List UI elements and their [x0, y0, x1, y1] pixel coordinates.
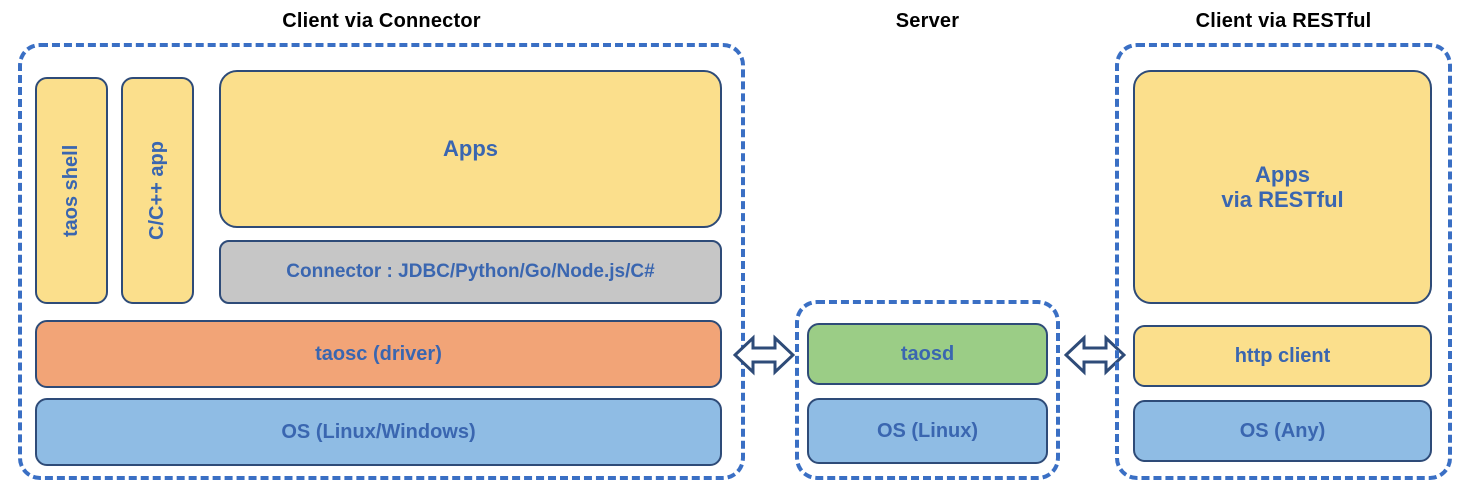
box-c-cpp-app[interactable]: C/C++ app: [121, 77, 194, 304]
box-http-client[interactable]: http client: [1133, 325, 1432, 387]
box-apps-via-restful[interactable]: Apps via RESTful: [1133, 70, 1432, 304]
box-taosd[interactable]: taosd: [807, 323, 1048, 385]
box-apps-connector[interactable]: Apps: [219, 70, 722, 228]
apps-restful-line2: via RESTful: [1221, 187, 1344, 212]
box-taosc-driver[interactable]: taosc (driver): [35, 320, 722, 388]
group-server: [795, 300, 1060, 480]
box-os-linux[interactable]: OS (Linux): [807, 398, 1048, 464]
group-client-restful: [1115, 43, 1452, 480]
group-client-connector: [18, 43, 745, 480]
box-os-any[interactable]: OS (Any): [1133, 400, 1432, 462]
double-headed-arrow-left: [732, 330, 796, 380]
double-headed-arrow-icon: [732, 334, 796, 376]
apps-restful-line1: Apps: [1255, 161, 1310, 187]
group-title-server: Server: [895, 10, 960, 32]
double-headed-arrow-right: [1063, 330, 1127, 380]
group-title-client-connector: Client via Connector: [282, 10, 481, 32]
group-title-client-restful: Client via RESTful: [1195, 10, 1372, 32]
double-headed-arrow-icon: [1063, 334, 1127, 376]
box-taos-shell[interactable]: taos shell: [35, 77, 108, 304]
box-connector[interactable]: Connector : JDBC/Python/Go/Node.js/C#: [219, 240, 722, 304]
box-os-linux-windows[interactable]: OS (Linux/Windows): [35, 398, 722, 466]
